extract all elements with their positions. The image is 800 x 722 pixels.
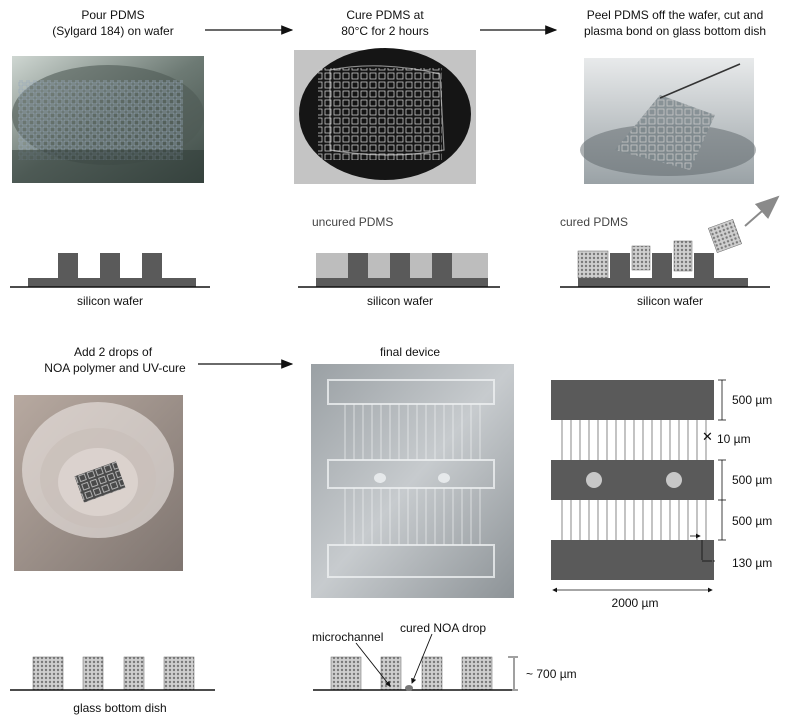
step1-caption-line2: (Sylgard 184) on wafer [52, 24, 174, 38]
chip-geometry-diagram [551, 379, 726, 593]
microchannel-label: microchannel [312, 630, 384, 644]
dish-diagram-2 [313, 633, 518, 691]
silicon-wafer-label-3: silicon wafer [636, 294, 704, 308]
uncured-pdms-label: uncured PDMS [312, 215, 394, 229]
dim-middle-bar: 500 µm [732, 473, 773, 487]
photo-cure-pdms [294, 48, 476, 184]
dim-gap: 10 µm [717, 432, 751, 446]
dim-width: 2000 µm [611, 596, 659, 610]
step3-caption-line1: Peel PDMS off the wafer, cut and [586, 8, 764, 22]
photo-final-device [311, 364, 514, 598]
step2-caption-line2: 80°C for 2 hours [341, 24, 429, 38]
wafer-diagram-1 [10, 253, 210, 288]
glass-bottom-dish-label: glass bottom dish [73, 701, 167, 715]
wafer-diagram-3 [560, 195, 780, 288]
final-device-label: final device [379, 345, 441, 359]
step1-caption-line1: Pour PDMS [81, 8, 145, 22]
photo-pour-pdms [12, 56, 204, 183]
dim-gap-symbol: ✕ [702, 429, 713, 444]
cured-pdms-label: cured PDMS [560, 215, 629, 229]
dish-diagram-1 [10, 656, 215, 691]
dim-channel-length: 500 µm [732, 514, 773, 528]
wafer-diagram-2 [298, 253, 500, 288]
silicon-wafer-label-2: silicon wafer [366, 294, 434, 308]
dim-offset: 130 µm [732, 556, 773, 570]
dim-top-bar: 500 µm [732, 393, 773, 407]
step4-caption-line1: Add 2 drops of [73, 345, 153, 359]
cured-noa-drop-label: cured NOA drop [400, 621, 487, 635]
step2-caption-line1: Cure PDMS at [346, 8, 424, 22]
silicon-wafer-label-1: silicon wafer [76, 294, 144, 308]
photo-glass-dish [14, 395, 183, 571]
step3-caption-line2: plasma bond on glass bottom dish [583, 24, 767, 38]
photo-peel-pdms [580, 58, 756, 184]
step4-caption-line2: NOA polymer and UV-cure [44, 361, 186, 375]
height-label: ~ 700 µm [526, 667, 577, 681]
